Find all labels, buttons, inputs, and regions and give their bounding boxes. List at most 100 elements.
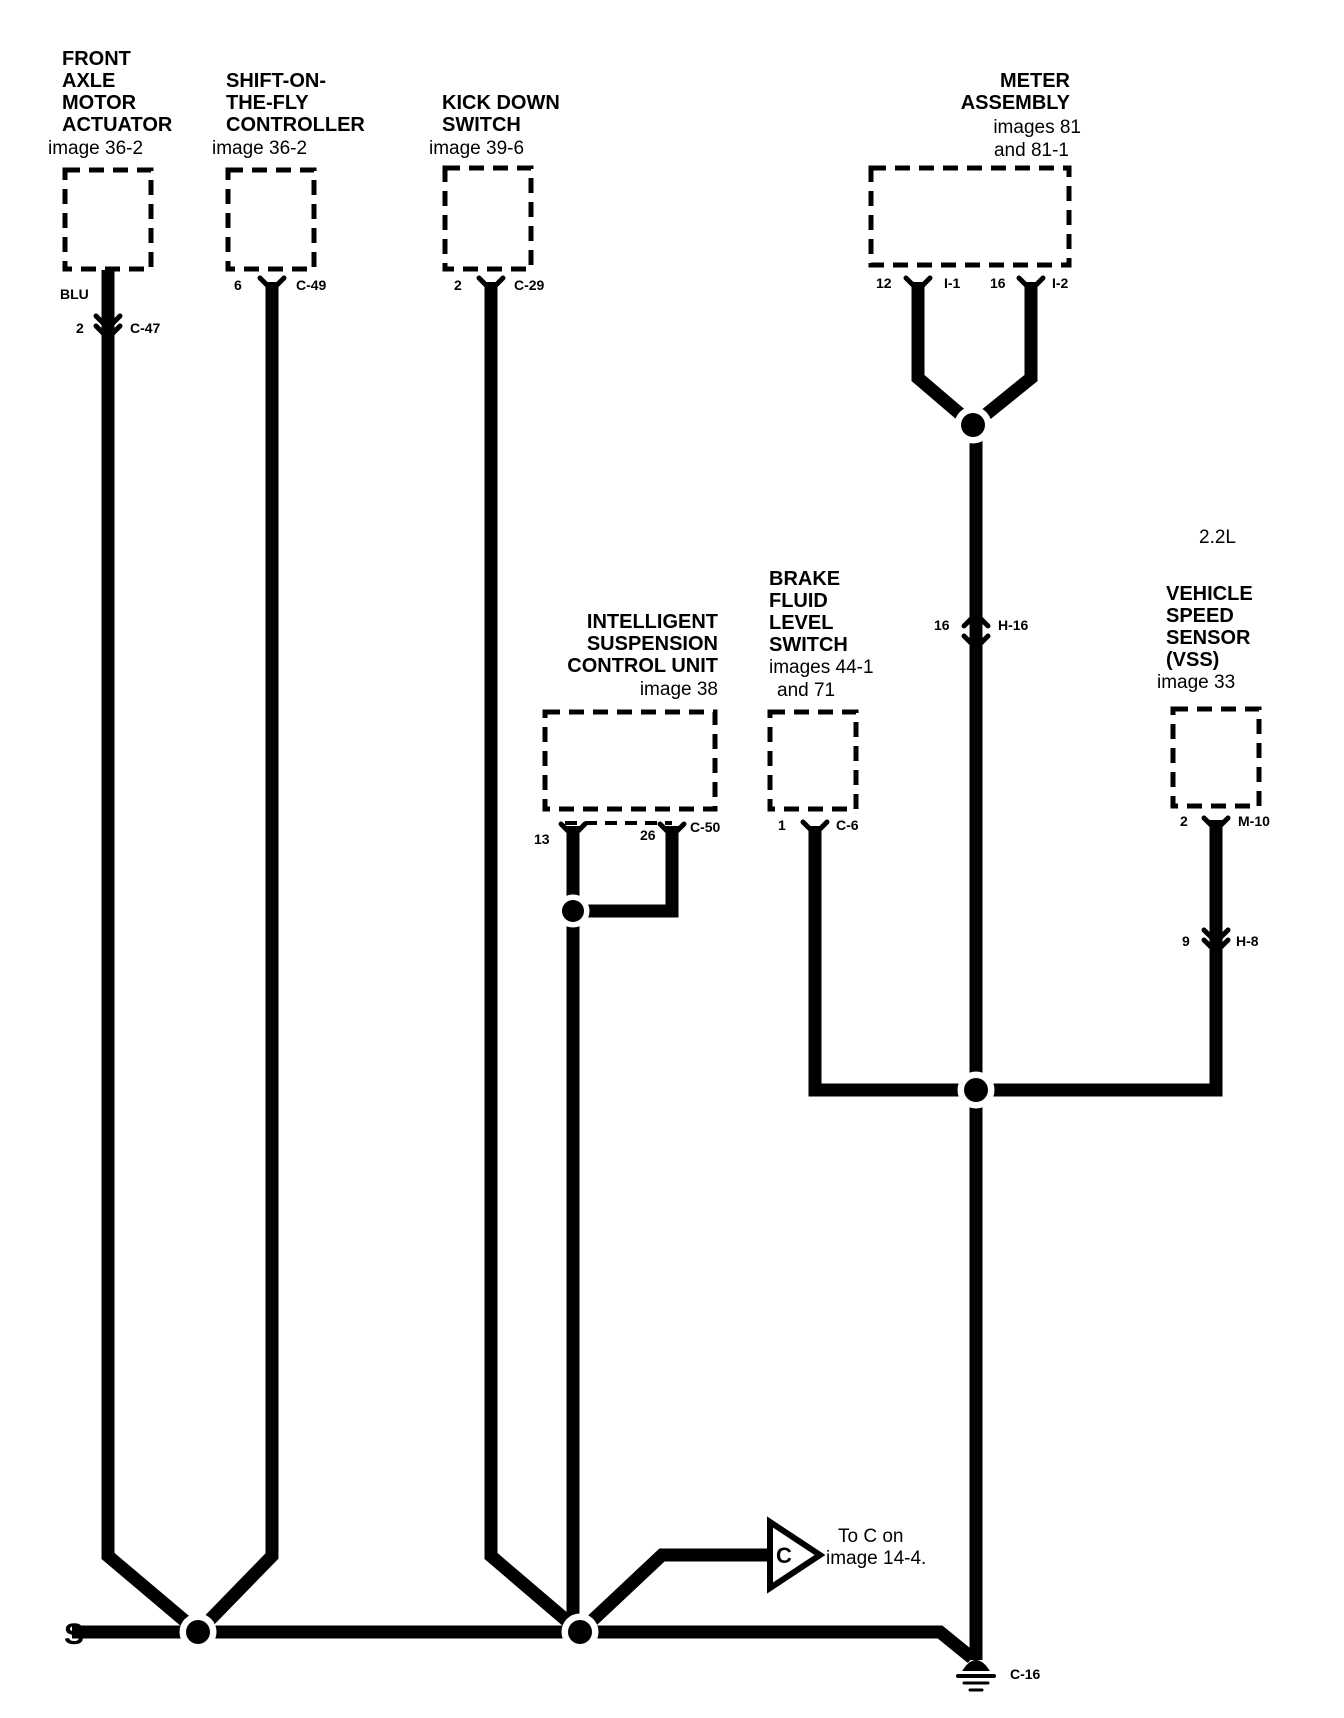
iscu-title-3: CONTROL UNIT (567, 655, 718, 677)
connector-c47-icon (93, 313, 123, 342)
shift-on-fly-labels: SHIFT-ON- THE-FLY CONTROLLER image 36-2 … (212, 70, 365, 293)
offpage-connector-c: C To C on image 14-4. (767, 1516, 926, 1594)
h16-connector: H-16 (998, 617, 1029, 633)
brake-fluid-title-2: FLUID (769, 590, 828, 612)
brake-fluid-connector: C-6 (836, 817, 859, 833)
h8-pin: 9 (1182, 933, 1190, 949)
ground-bus-wire (72, 1625, 977, 1664)
vss-pin: 2 (1180, 813, 1188, 829)
connector-c50-pin26-icon (657, 821, 687, 840)
front-axle-wire-color: BLU (60, 286, 89, 302)
kick-down-pin: 2 (454, 277, 462, 293)
splice-iscu-pins (562, 900, 584, 922)
connector-c29-icon (476, 275, 506, 294)
meter-title-1: METER (1000, 70, 1071, 92)
splice-front-axle-shift (186, 1620, 210, 1644)
connector-symbols (93, 275, 1231, 956)
meter-title-2: ASSEMBLY (961, 92, 1071, 114)
connector-c6-icon (800, 819, 830, 838)
wires (72, 270, 1223, 1664)
shift-on-fly-connector: C-49 (296, 277, 327, 293)
offpage-text-1: To C on (838, 1526, 903, 1547)
meter-labels: METER ASSEMBLY images 81 and 81-1 12 I-1… (876, 70, 1081, 291)
connector-m10-icon (1201, 815, 1231, 834)
connector-h8-icon (1201, 927, 1231, 956)
front-axle-labels: FRONT AXLE MOTOR ACTUATOR image 36-2 BLU… (48, 48, 173, 336)
shift-on-fly-title-2: THE-FLY (226, 92, 309, 114)
splice-kick-down-iscu (568, 1620, 592, 1644)
iscu-title-1: INTELLIGENT (587, 611, 718, 633)
kick-down-connector: C-29 (514, 277, 545, 293)
front-axle-pin: 2 (76, 320, 84, 336)
ground-connector-label: C-16 (1010, 1666, 1041, 1682)
kick-down-switch-box (442, 165, 534, 272)
vss-labels: 2.2L VEHICLE SPEED SENSOR (VSS) image 33… (1157, 527, 1270, 829)
front-axle-connector: C-47 (130, 320, 161, 336)
front-axle-title-2: AXLE (62, 70, 115, 92)
front-axle-title-1: FRONT (62, 48, 131, 70)
brake-fluid-level-switch-box (767, 709, 859, 812)
wire-brake-fluid (808, 826, 976, 1097)
h16-pin: 16 (934, 617, 950, 633)
vss-engine-note: 2.2L (1199, 527, 1236, 548)
meter-connector-a: I-1 (944, 275, 961, 291)
vss-title-2: SPEED (1166, 605, 1234, 627)
iscu-box (542, 709, 718, 812)
front-axle-ref: image 36-2 (48, 138, 143, 159)
wire-meter-16 (968, 282, 1038, 431)
shift-on-fly-pin: 6 (234, 277, 242, 293)
connector-i2-icon (1016, 275, 1046, 294)
vss-ref: image 33 (1157, 672, 1235, 693)
connector-c50-pin13-icon (558, 821, 588, 840)
iscu-connector: C-50 (690, 819, 721, 835)
kick-down-labels: KICK DOWN SWITCH image 39-6 2 C-29 (429, 92, 560, 293)
front-axle-motor-actuator-box (62, 167, 154, 272)
shift-on-fly-title-1: SHIFT-ON- (226, 70, 326, 92)
h8-connector: H-8 (1236, 933, 1259, 949)
iscu-pin-b: 26 (640, 827, 656, 843)
meter-assembly-box (868, 165, 1072, 268)
connector-c49-icon (257, 275, 287, 294)
kick-down-title-1: KICK DOWN (442, 92, 560, 114)
brake-fluid-pin: 1 (778, 817, 786, 833)
front-axle-title-3: MOTOR (62, 92, 137, 114)
kick-down-ref: image 39-6 (429, 138, 524, 159)
brake-fluid-title-4: SWITCH (769, 634, 848, 656)
shift-on-fly-ref: image 36-2 (212, 138, 307, 159)
meter-connector-b: I-2 (1052, 275, 1069, 291)
splice-meter (961, 413, 985, 437)
wire-offpage-c (575, 1548, 770, 1637)
vss-connector: M-10 (1238, 813, 1270, 829)
wire-iscu-loop (573, 826, 679, 918)
front-axle-title-4: ACTUATOR (62, 114, 173, 136)
connector-h16-icon (961, 610, 991, 652)
brake-fluid-ref-1: images 44-1 (769, 657, 874, 678)
splice-brake-vss (964, 1078, 988, 1102)
vss-title-3: SENSOR (1166, 627, 1251, 649)
brake-fluid-title-3: LEVEL (769, 612, 833, 634)
wire-front-axle (101, 270, 203, 1637)
vss-box (1170, 706, 1262, 809)
wire-vss (976, 820, 1223, 1097)
meter-pin-a: 12 (876, 275, 892, 291)
iscu-title-2: SUSPENSION (587, 633, 718, 655)
connector-i1-icon (903, 275, 933, 294)
shift-on-fly-title-3: CONTROLLER (226, 114, 365, 136)
brake-fluid-labels: BRAKE FLUID LEVEL SWITCH images 44-1 and… (769, 568, 874, 833)
iscu-labels: INTELLIGENT SUSPENSION CONTROL UNIT imag… (534, 611, 721, 847)
offpage-text-2: image 14-4. (826, 1548, 926, 1569)
wire-kick-down (484, 282, 585, 1637)
kick-down-title-2: SWITCH (442, 114, 521, 136)
brake-fluid-title-1: BRAKE (769, 568, 840, 590)
meter-ref-2: and 81-1 (994, 140, 1069, 161)
meter-ref-1: images 81 (993, 117, 1081, 138)
iscu-pin-a: 13 (534, 831, 550, 847)
iscu-ref: image 38 (640, 679, 718, 700)
meter-pin-b: 16 (990, 275, 1006, 291)
shift-on-fly-controller-box (225, 167, 317, 272)
ground-icon (956, 1660, 996, 1692)
wire-meter-12 (911, 282, 978, 430)
offpage-letter: C (776, 1543, 792, 1568)
vss-title-4: (VSS) (1166, 649, 1219, 671)
